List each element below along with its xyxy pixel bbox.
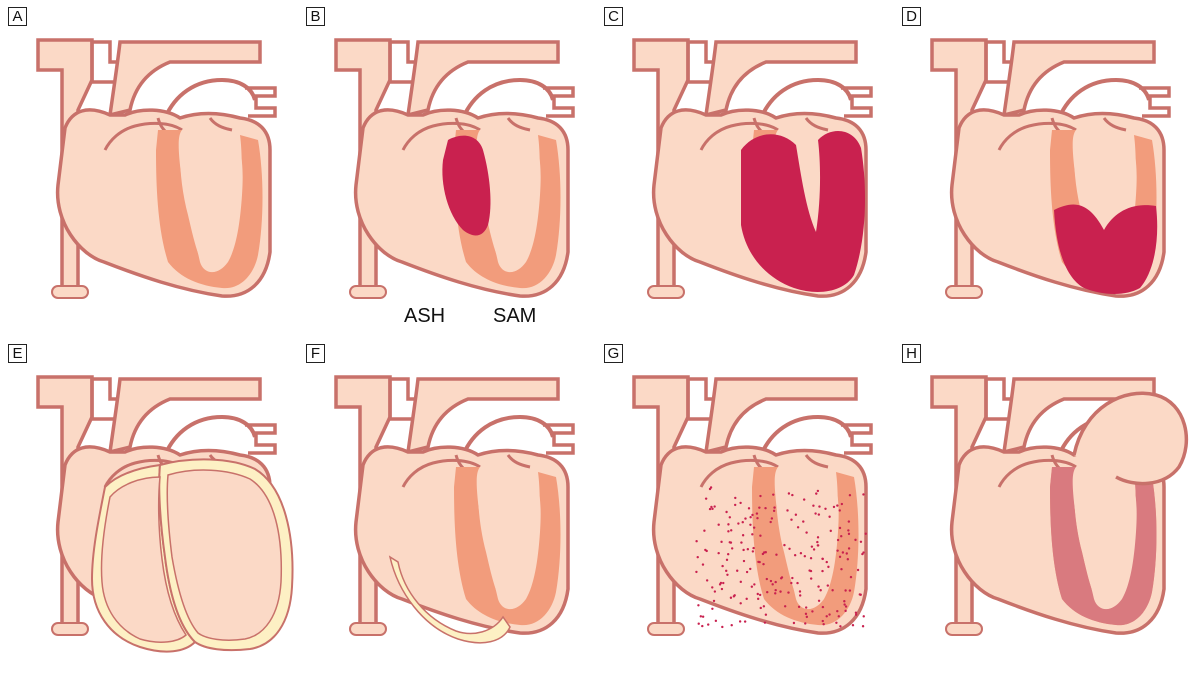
heart-diagram-normal [0, 0, 298, 338]
panel-d: D [894, 0, 1191, 338]
heart-diagram-apical-hypertrophy [894, 0, 1191, 338]
panel-label-f: F [306, 344, 325, 363]
sam-label: SAM [493, 305, 536, 328]
panel-h: H [894, 337, 1191, 675]
panel-b: B ASH SAM [298, 0, 596, 338]
heart-diagram-dilated [0, 337, 298, 675]
heart-diagram-asymmetric-hypertrophy [298, 0, 596, 338]
panel-label-b: B [306, 7, 325, 26]
heart-diagram-restrictive [596, 337, 894, 675]
ash-label: ASH [404, 305, 445, 328]
heart-diagram-infiltrative [894, 337, 1191, 675]
panel-label-h: H [902, 344, 921, 363]
panel-a: A [0, 0, 298, 338]
panel-label-g: G [604, 344, 623, 363]
panel-f: F [298, 337, 596, 675]
heart-diagram-thin-wall [298, 337, 596, 675]
panel-label-c: C [604, 7, 623, 26]
panel-label-e: E [8, 344, 27, 363]
panel-c: C [596, 0, 894, 338]
panel-e: E [0, 337, 298, 675]
panel-label-a: A [8, 7, 27, 26]
panel-label-d: D [902, 7, 921, 26]
panel-g: G [596, 337, 894, 675]
heart-diagram-concentric-hypertrophy [596, 0, 894, 338]
